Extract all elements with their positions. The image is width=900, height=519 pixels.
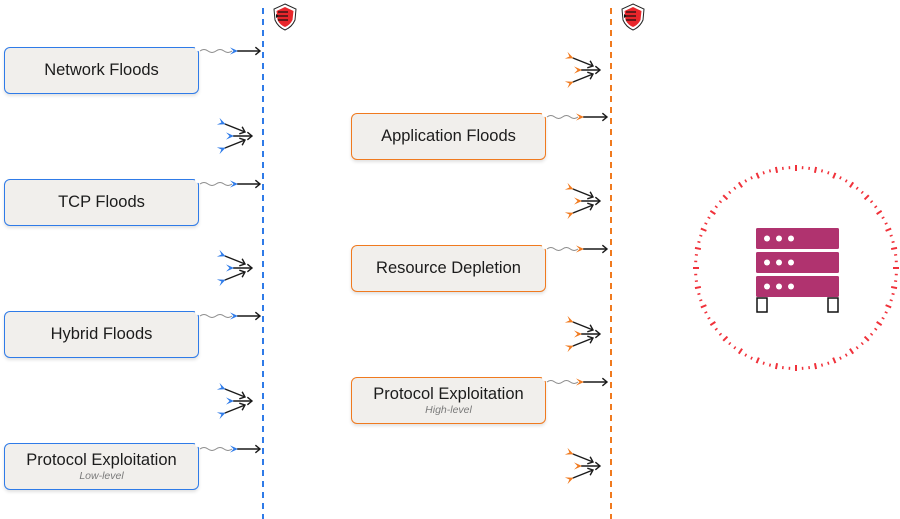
wavy-connector bbox=[199, 49, 233, 53]
shield-icon bbox=[621, 3, 645, 31]
wavy-connector bbox=[546, 115, 579, 119]
arrow-icon bbox=[574, 196, 602, 206]
wavy-connector bbox=[199, 447, 233, 451]
arrow-icon bbox=[216, 249, 247, 267]
arrow-icon bbox=[230, 444, 262, 454]
arrow-icon bbox=[216, 137, 247, 155]
shield-icon bbox=[273, 3, 297, 31]
arrow-icon bbox=[574, 329, 602, 339]
arrow-icon bbox=[564, 315, 595, 333]
arrow-icon bbox=[564, 51, 595, 69]
wavy-connector bbox=[199, 314, 233, 318]
attack-box-resource-depletion[interactable]: Resource Depletion bbox=[351, 243, 548, 292]
attack-box-network-floods[interactable]: Network Floods bbox=[4, 45, 201, 94]
arrow-icon bbox=[226, 396, 254, 406]
attack-title: Protocol Exploitation bbox=[26, 450, 177, 469]
arrow-icon bbox=[564, 467, 595, 485]
arrow-icon bbox=[226, 131, 254, 141]
attack-box-tcp-floods[interactable]: TCP Floods bbox=[4, 177, 201, 226]
attack-title: Application Floods bbox=[381, 127, 516, 145]
connector-dot bbox=[195, 441, 201, 447]
arrow-icon bbox=[574, 65, 602, 75]
arrow-icon bbox=[564, 335, 595, 353]
arrow-icon bbox=[230, 46, 262, 56]
arrow-icon bbox=[574, 461, 602, 471]
arrow-icon bbox=[230, 179, 262, 189]
wavy-connector bbox=[199, 182, 233, 186]
attack-title: Resource Depletion bbox=[376, 259, 521, 277]
connector-dot bbox=[195, 309, 201, 315]
arrow-icon bbox=[226, 263, 254, 273]
arrow-icon bbox=[564, 202, 595, 220]
attack-subtitle: Low-level bbox=[79, 469, 124, 482]
server-icon bbox=[756, 228, 839, 313]
arrow-icon bbox=[230, 311, 262, 321]
attack-title: Network Floods bbox=[44, 61, 159, 79]
arrow-icon bbox=[564, 447, 595, 465]
connector-dot bbox=[195, 45, 201, 51]
arrow-icon bbox=[564, 71, 595, 89]
attack-title: TCP Floods bbox=[58, 193, 145, 211]
arrow-icon bbox=[216, 117, 247, 135]
arrow-icon bbox=[576, 112, 609, 122]
connector-dot bbox=[195, 177, 201, 183]
wavy-connector bbox=[546, 247, 579, 251]
arrow-icon bbox=[564, 182, 595, 200]
attack-box-hybrid-floods[interactable]: Hybrid Floods bbox=[4, 309, 201, 358]
arrow-icon bbox=[216, 269, 247, 287]
target-ring bbox=[693, 165, 899, 371]
arrow-icon bbox=[216, 382, 247, 400]
attack-box-protocol-exploitation-high[interactable]: Protocol Exploitation High-level bbox=[351, 375, 548, 424]
arrow-icon bbox=[576, 244, 609, 254]
attack-title: Protocol Exploitation bbox=[373, 384, 524, 403]
attack-box-protocol-exploitation-low[interactable]: Protocol Exploitation Low-level bbox=[4, 441, 201, 490]
attack-subtitle: High-level bbox=[425, 403, 472, 416]
attack-box-application-floods[interactable]: Application Floods bbox=[351, 111, 548, 160]
arrow-icon bbox=[216, 402, 247, 420]
arrow-icon bbox=[576, 377, 609, 387]
connector-dot bbox=[542, 111, 548, 117]
connector-dot bbox=[542, 243, 548, 249]
attack-title: Hybrid Floods bbox=[50, 325, 153, 343]
connector-dot bbox=[542, 375, 548, 381]
wavy-connector bbox=[546, 380, 579, 384]
